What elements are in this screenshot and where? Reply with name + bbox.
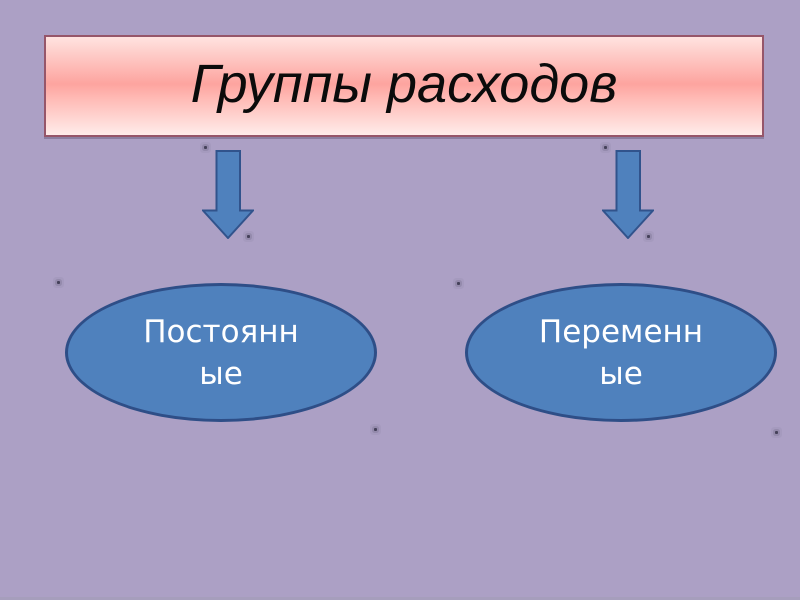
artifact-dot [374,428,377,431]
artifact-dot [647,235,650,238]
down-arrow-icon [602,150,654,239]
down-arrow-icon [202,150,254,239]
node-label-line: ые [599,355,643,392]
node-label-line: Постоянн [143,313,299,350]
title-box: Группы расходов [44,35,764,137]
node-fixed-costs: Постоянн ые [65,283,377,422]
slide-edge [0,597,800,600]
artifact-dot [457,282,460,285]
node-variable-costs: Переменн ые [465,283,777,422]
artifact-dot [247,235,250,238]
artifact-dot [204,146,207,149]
artifact-dot [604,146,607,149]
slide-title: Группы расходов [190,54,618,114]
node-label-line: Переменн [538,313,704,350]
artifact-dot [775,431,778,434]
node-label-line: ые [199,355,243,392]
artifact-dot [57,281,60,284]
